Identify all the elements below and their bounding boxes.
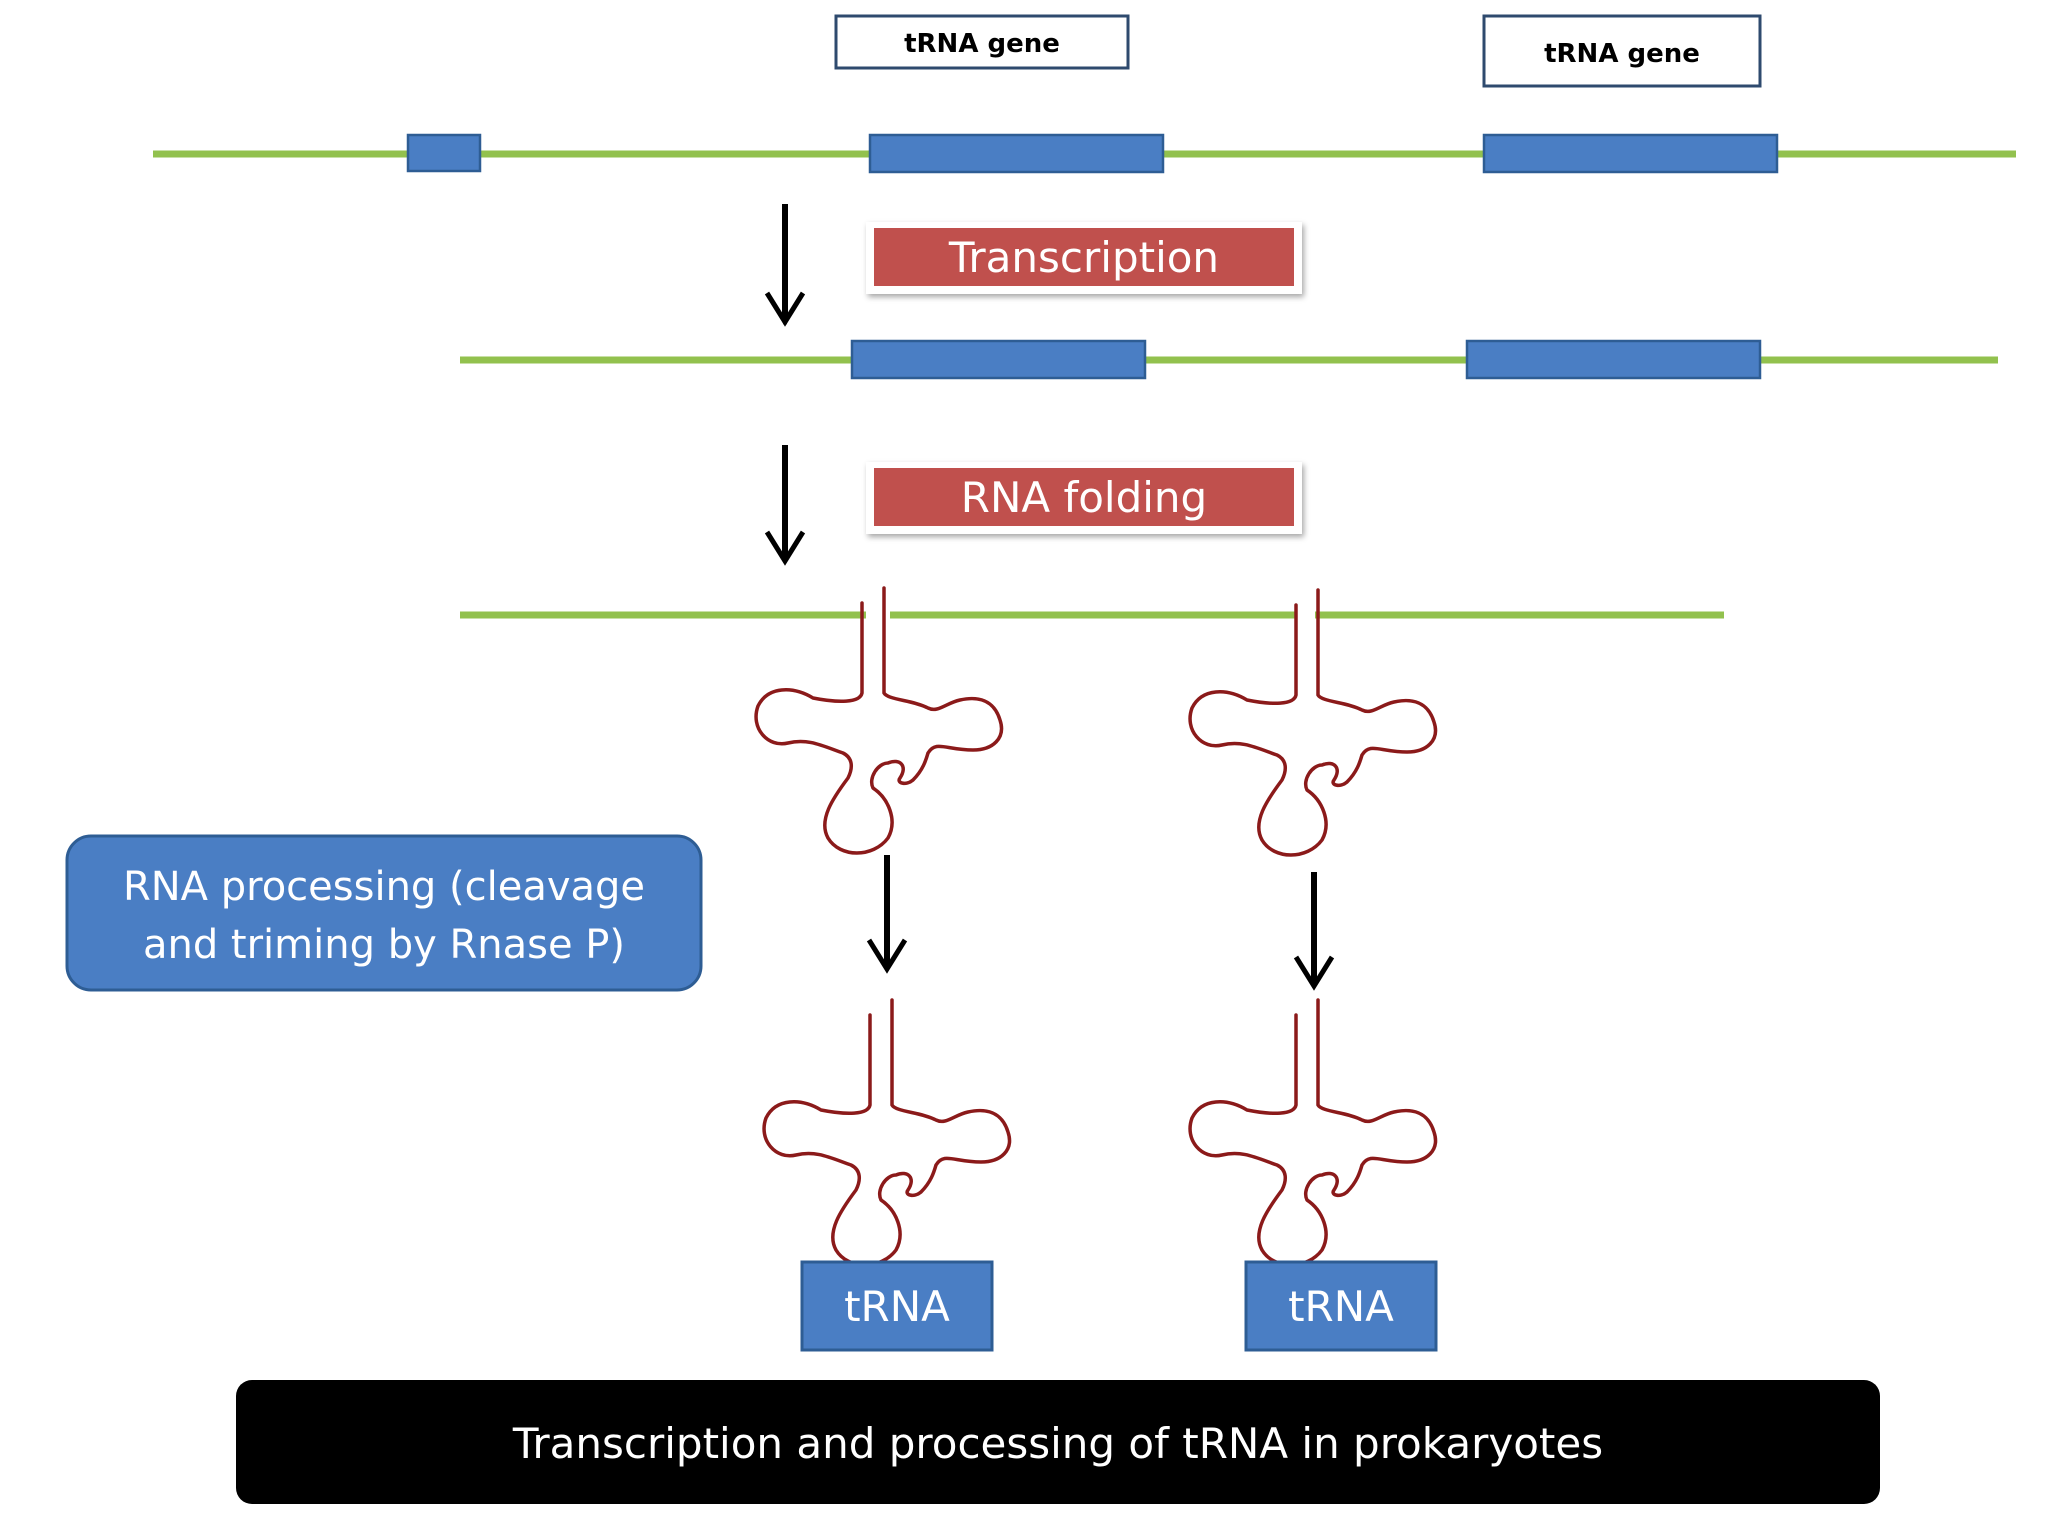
product-label-1: tRNA [800, 1260, 994, 1352]
caption-text: Transcription and processing of tRNA in … [512, 1419, 1603, 1468]
folding-step: RNA folding [866, 462, 1302, 534]
transcription-step: Transcription [866, 222, 1302, 294]
arrow-transcription-head [764, 291, 806, 327]
processing-step: RNA processing (cleavage and triming by … [65, 834, 703, 992]
mature-trna-2 [1188, 998, 1438, 1267]
gene-label-2-text: tRNA gene [1544, 39, 1700, 69]
gene-label-2: tRNA gene [1482, 14, 1762, 88]
product-label-2-text: tRNA [1288, 1282, 1394, 1331]
gene-label-1: tRNA gene [834, 14, 1130, 70]
processing-step-line2: and triming by Rnase P) [143, 922, 625, 968]
arrow-processing-1-head [866, 938, 908, 974]
caption-banner: Transcription and processing of tRNA in … [236, 1380, 1880, 1504]
arrow-folding-head [764, 530, 806, 566]
folded-trna-1 [754, 586, 1004, 855]
gene-label-1-text: tRNA gene [904, 29, 1060, 59]
promoter-block [406, 133, 482, 173]
transcript-block-2 [1465, 339, 1762, 380]
trna-gene-block-1 [868, 133, 1165, 174]
folded-precursor-row [460, 586, 1724, 857]
transcript-block-1 [850, 339, 1147, 380]
product-label-2: tRNA [1244, 1260, 1438, 1352]
product-label-1-text: tRNA [844, 1282, 950, 1331]
folding-step-text: RNA folding [961, 473, 1207, 522]
primary-transcript-row [460, 339, 1998, 380]
transcription-step-text: Transcription [948, 233, 1219, 282]
dna-strand-row [153, 133, 2016, 174]
folded-trna-2 [1188, 588, 1438, 857]
arrow-processing-2-head [1293, 955, 1335, 991]
mature-trna-1 [762, 998, 1012, 1267]
trna-gene-block-2 [1482, 133, 1779, 174]
mature-trna-row [762, 998, 1438, 1267]
processing-step-line1: RNA processing (cleavage [123, 864, 645, 910]
